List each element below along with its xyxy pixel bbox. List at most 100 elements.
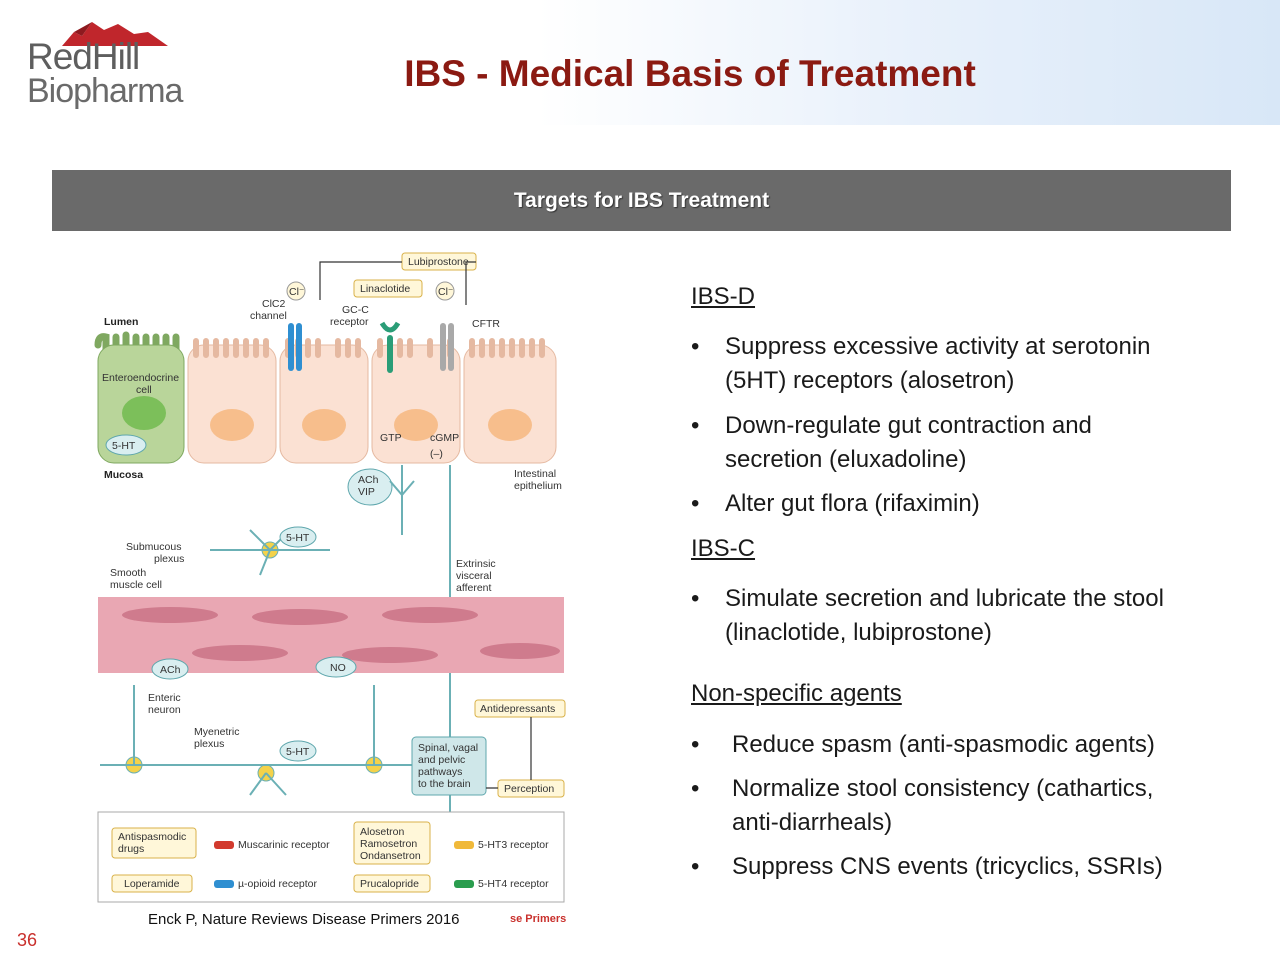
ach-vip-label-2: VIP	[358, 486, 375, 498]
muscarinic-receptor-icon	[214, 841, 234, 849]
nucleus-4	[488, 409, 532, 441]
spinal-label-4: to the brain	[418, 778, 471, 790]
bullet-dot: •	[691, 853, 700, 880]
ibs-targets-diagram: Lubiprostone Linaclotide Cl⁻ Cl⁻ ClC2 ch…	[90, 245, 580, 935]
legend-ondansetron: Ondansetron	[360, 850, 421, 862]
page-title: IBS - Medical Basis of Treatment	[404, 53, 976, 94]
epithelial-cell-4	[463, 344, 557, 464]
lubiprostone-label: Lubiprostone	[408, 256, 469, 268]
serotonin-label-c: 5-HT	[286, 746, 310, 758]
enteroendocrine-label-2: cell	[136, 384, 152, 396]
logo-text-line1: RedHill	[27, 36, 140, 77]
legend-prucalopride: Prucalopride	[360, 878, 419, 890]
enteric-label-2: neuron	[148, 704, 181, 716]
ibs-c-heading: IBS-C	[691, 535, 756, 562]
legend-antispasmodic-2: drugs	[118, 843, 144, 855]
nonspecific-bullet-2-line1: Normalize stool consistency (cathartics,	[732, 775, 1154, 802]
antidepressants-box	[474, 699, 566, 718]
perception-arrows	[486, 717, 532, 789]
header-band	[0, 0, 1280, 125]
gcc-receptor-icon	[379, 321, 401, 333]
legend-antispasmodic-1: Antispasmodic	[118, 831, 186, 843]
mucosa-label: Mucosa	[104, 469, 143, 481]
nonspecific-bullet-2-line2: anti-diarrheals)	[732, 809, 893, 836]
gcc-label-2: receptor	[330, 316, 369, 328]
lumen-label: Lumen	[104, 316, 138, 328]
spinal-label-1: Spinal, vagal	[418, 742, 478, 754]
ach-label: ACh	[160, 664, 181, 676]
primers-mark: se Primers	[510, 913, 567, 925]
submucous-label-1: Submucous	[126, 541, 181, 553]
submucous-dendrites	[210, 529, 330, 576]
bullet-dot: •	[691, 731, 700, 758]
muscle-fiber-4	[192, 645, 288, 661]
ach-bubble	[151, 658, 189, 680]
lubiprostone-arrow-right	[465, 261, 476, 305]
chloride-icon-1	[286, 281, 306, 301]
section-title: Targets for IBS Treatment	[513, 188, 770, 212]
ibs-d-bullet-3-line1: Alter gut flora (rifaximin)	[725, 490, 980, 517]
legend-5ht4: 5-HT4 receptor	[478, 878, 549, 890]
ibs-d-bullet-1-line2: (5HT) receptors (alosetron)	[725, 367, 1015, 394]
smooth-muscle-label-1: Smooth	[110, 567, 146, 579]
citation: Enck P, Nature Reviews Disease Primers 2…	[148, 911, 460, 928]
perception-label: Perception	[504, 783, 554, 795]
legend-ramosetron: Ramosetron	[360, 838, 417, 850]
clc2-channel-icon-b	[296, 323, 302, 371]
epithelium-label-2: epithelium	[514, 480, 562, 492]
legend-muscarinic: Muscarinic receptor	[238, 839, 330, 851]
legend-prucalopride-box	[353, 874, 431, 893]
serotonin-label-a: 5-HT	[112, 440, 136, 452]
ibs-d-bullet-2-line1: Down-regulate gut contraction and	[725, 412, 1092, 439]
ibs-d-heading: IBS-D	[691, 283, 756, 310]
extrinsic-label-2: visceral	[456, 570, 492, 582]
chloride-label-2: Cl⁻	[438, 286, 454, 298]
epithelial-villi	[193, 338, 545, 358]
clc2-channel-icon	[288, 323, 294, 371]
serotonin-bubble-b	[279, 526, 317, 548]
nucleus-3	[394, 409, 438, 441]
cftr-channel-icon-b	[448, 323, 454, 371]
logo-text-line2: Biopharma	[27, 72, 183, 110]
nucleus-1	[210, 409, 254, 441]
chloride-icon-2	[435, 281, 455, 301]
legend-antispasmodic-box	[111, 827, 197, 859]
legend-opioid: µ-opioid receptor	[238, 878, 318, 890]
nonspecific-bullet-3-line1: Suppress CNS events (tricyclics, SSRIs)	[732, 853, 1163, 880]
epithelial-cell-2	[279, 344, 369, 464]
lubiprostone-arrow-left	[319, 261, 402, 300]
muscle-fiber-3	[382, 607, 478, 623]
muscle-fiber-2	[252, 609, 348, 625]
epithelium-label-1: Intestinal	[514, 468, 556, 480]
slide-number: 36	[17, 930, 38, 950]
spinal-label-2: and pelvic	[418, 754, 465, 766]
cftr-channel-icon	[440, 323, 446, 371]
myenteric-dendrites	[100, 685, 420, 796]
legend-loperamide-box	[111, 874, 193, 893]
serotonin-label-b: 5-HT	[286, 532, 310, 544]
nucleus-2	[302, 409, 346, 441]
gtp-label: GTP	[380, 432, 402, 444]
extrinsic-label-3: afferent	[456, 582, 491, 594]
gcc-receptor-stem	[387, 335, 393, 373]
ibs-d-bullet-2-line2: secretion (eluxadoline)	[725, 446, 967, 473]
clc2-label-1: ClC2	[262, 298, 285, 310]
nonspecific-heading: Non-specific agents	[691, 680, 902, 707]
clc2-label-2: channel	[250, 310, 287, 322]
enteric-label-1: Enteric	[148, 692, 181, 704]
legend-alosetron: Alosetron	[360, 826, 405, 838]
bullet-dot: •	[691, 412, 700, 439]
ibs-c-bullet-1-line2: (linaclotide, lubiprostone)	[725, 619, 992, 646]
bullet-dot: •	[691, 490, 700, 517]
bullet-dot: •	[691, 585, 700, 612]
linaclotide-label: Linaclotide	[360, 283, 410, 295]
chloride-label-1: Cl⁻	[289, 286, 305, 298]
nerve-fibers	[389, 465, 451, 845]
muscle-fiber-6	[480, 643, 560, 659]
enteroendocrine-label-1: Enteroendocrine	[102, 372, 179, 384]
serotonin-bubble-c	[279, 740, 317, 762]
enteroendocrine-nucleus	[122, 396, 166, 430]
extrinsic-label-1: Extrinsic	[456, 558, 496, 570]
submucous-label-2: plexus	[154, 553, 184, 565]
spinal-label-3: pathways	[418, 766, 462, 778]
